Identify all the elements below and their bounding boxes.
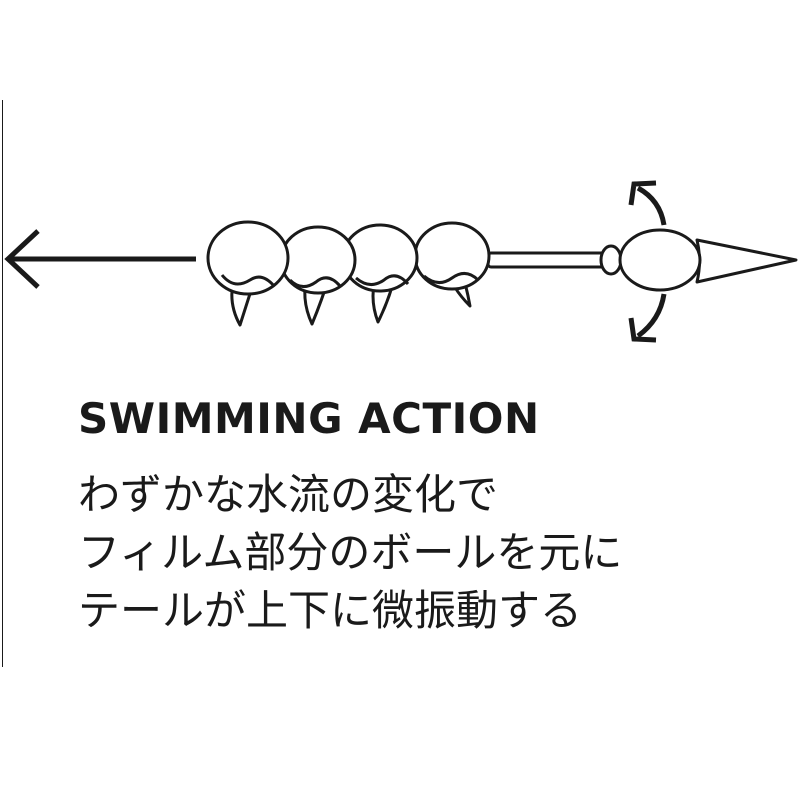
- up-down-motion-arrow-icon: [628, 180, 667, 343]
- film-scallop-1: [220, 274, 276, 288]
- film-scallop-2: [288, 276, 342, 288]
- lure-illustration: [206, 220, 798, 327]
- direction-arrow-icon: [4, 229, 196, 289]
- description: わずかな水流の変化で フィルム部分のボールを元に テールが上下に微振動する: [78, 466, 622, 640]
- film-ball-1: [206, 220, 290, 296]
- description-line-1: わずかな水流の変化で: [78, 470, 499, 519]
- motion-arc-top: [636, 185, 667, 226]
- lure-rod: [486, 251, 608, 269]
- page-title: SWIMMING ACTION: [78, 394, 540, 443]
- lure-small-ball: [599, 244, 623, 276]
- swimming-action-diagram: [4, 180, 798, 343]
- film-scallop-3: [355, 274, 410, 286]
- left-divider: [2, 100, 3, 667]
- film-scallop-4: [423, 272, 480, 284]
- lure-tail-spike: [695, 238, 798, 284]
- description-line-3: テールが上下に微振動する: [78, 586, 583, 635]
- motion-arc-bottom: [636, 293, 667, 339]
- description-line-2: フィルム部分のボールを元に: [78, 528, 623, 577]
- lure-head-ball: [618, 228, 702, 292]
